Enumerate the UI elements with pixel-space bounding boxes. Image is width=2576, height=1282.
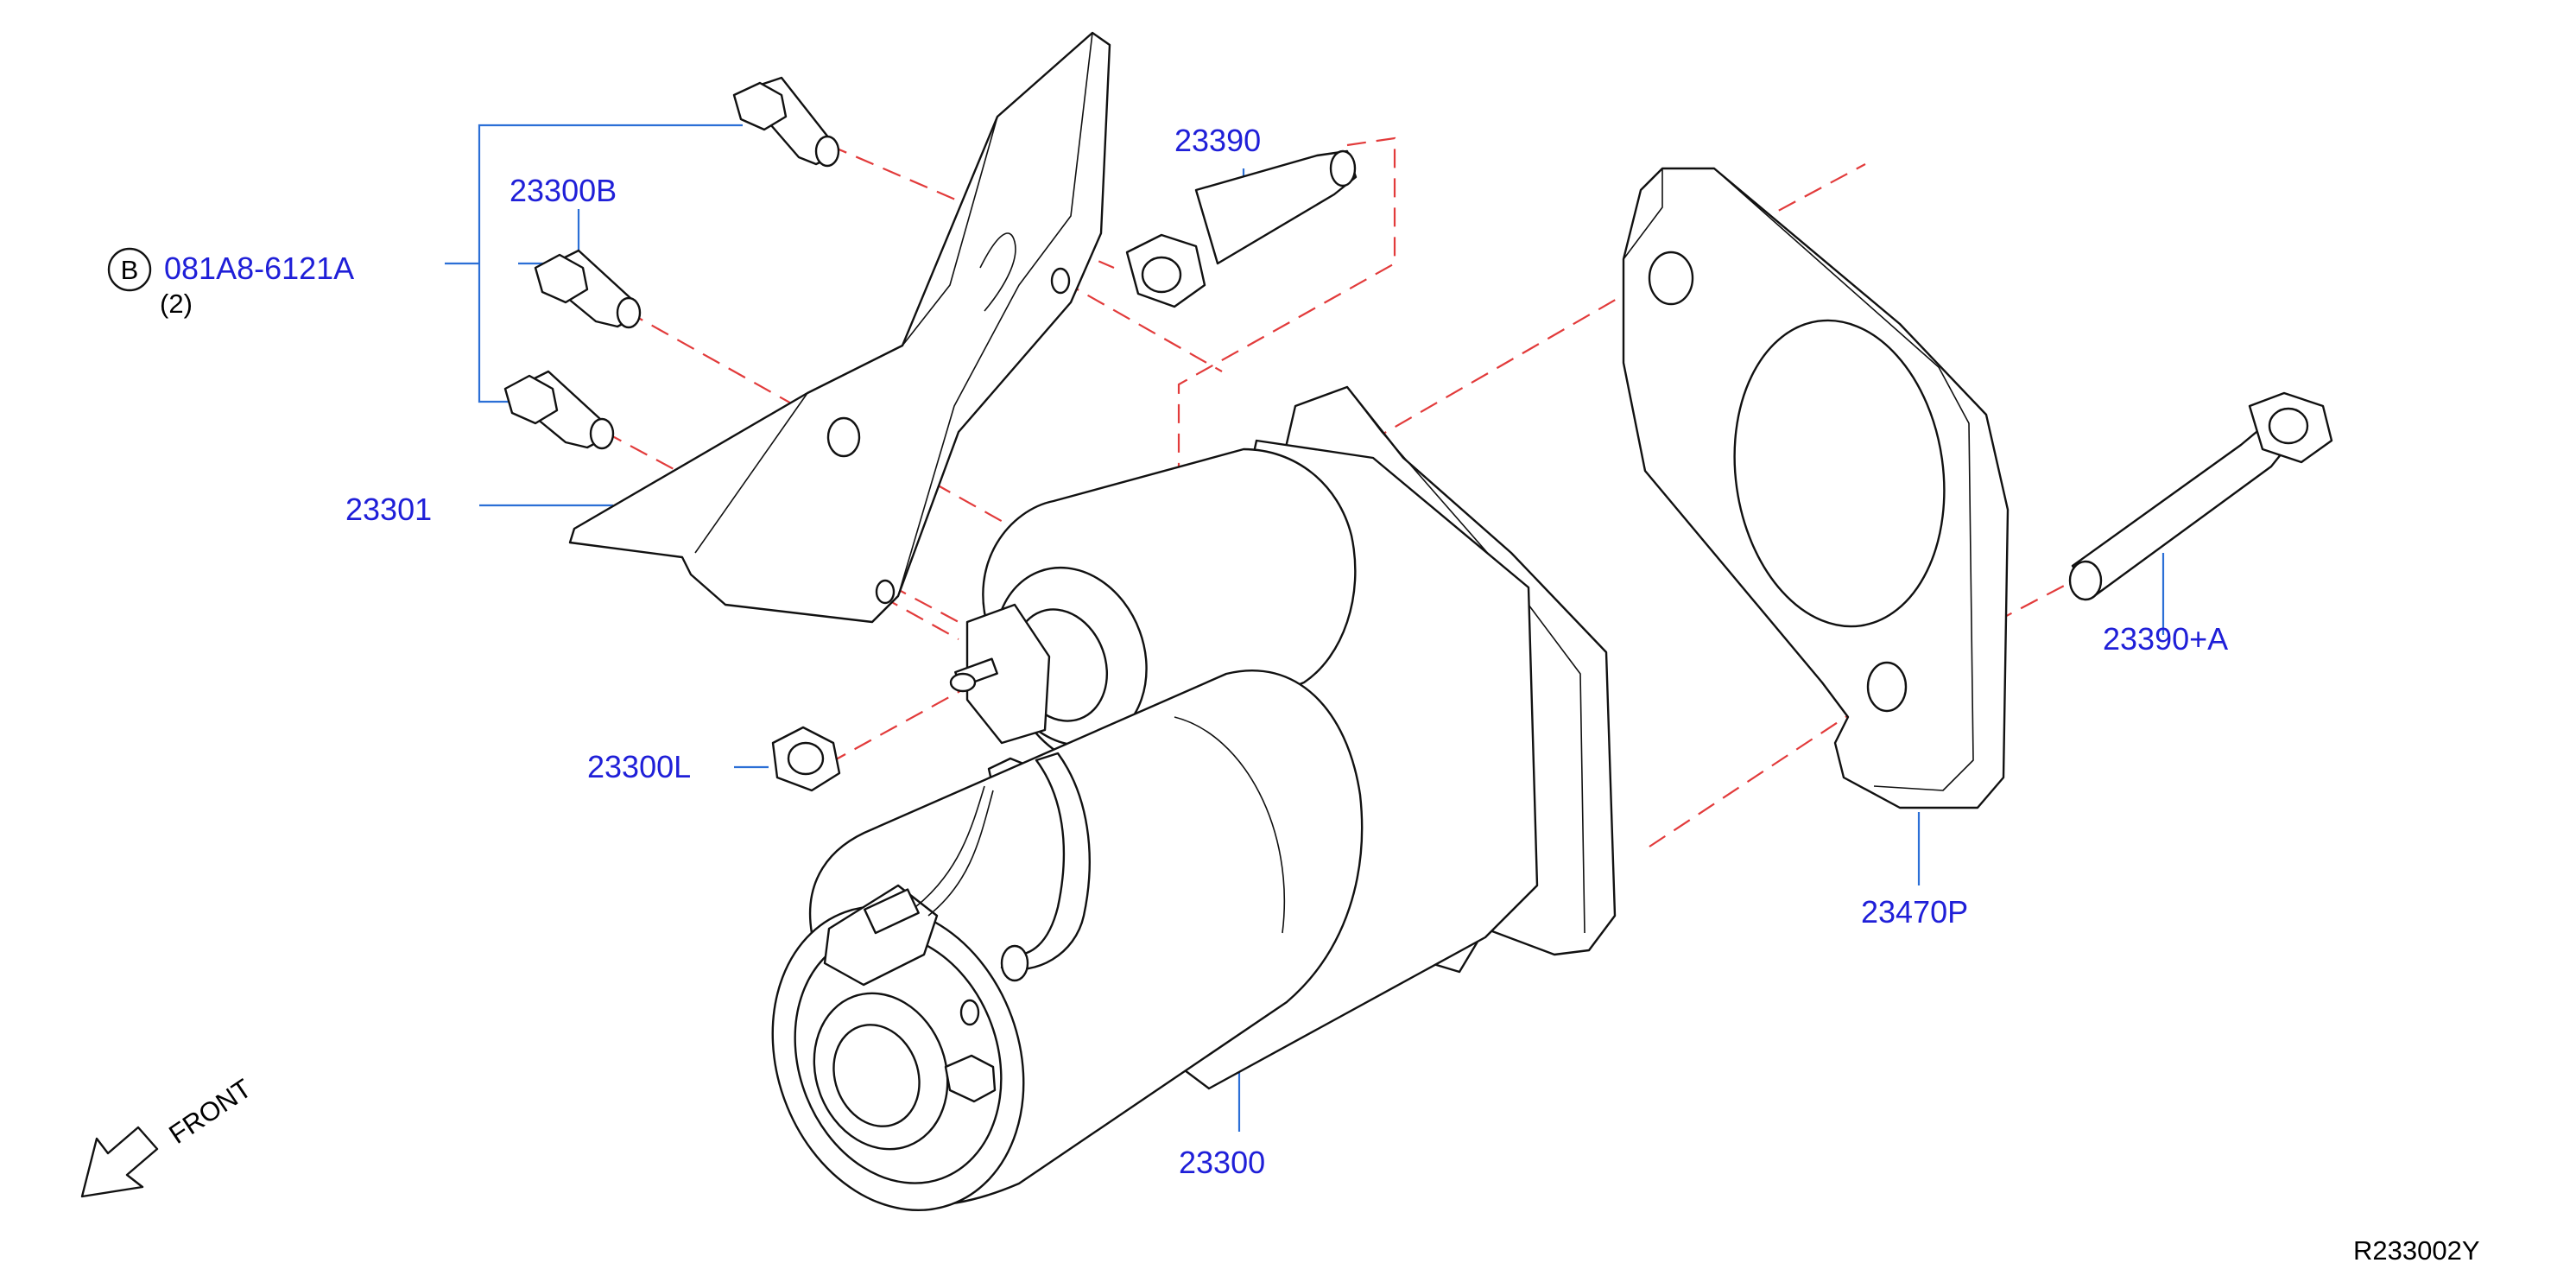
- label-23300: 23300: [1179, 1145, 1265, 1180]
- label-23301: 23301: [345, 492, 432, 527]
- bolt-upper: [732, 76, 840, 168]
- starter-motor-23300: [771, 385, 1617, 1211]
- label-23390: 23390: [1174, 123, 1261, 158]
- bolt-23390: [1125, 149, 1358, 308]
- bracket-23301: [568, 31, 1111, 624]
- label-front: FRONT: [163, 1073, 256, 1150]
- label-23470P: 23470P: [1861, 894, 1968, 930]
- bolt-middle: [534, 249, 642, 329]
- labels: 23300B B 081A8-6121A (2) 23301 23390 233…: [121, 123, 2480, 1266]
- label-reference-code: R233002Y: [2353, 1235, 2480, 1266]
- bolt-23390-A: [2068, 391, 2333, 601]
- label-23390-A: 23390+A: [2103, 621, 2228, 657]
- label-quantity: (2): [160, 289, 193, 319]
- label-23300L: 23300L: [587, 749, 691, 784]
- label-b-marker: B: [121, 255, 139, 285]
- front-arrow-icon: [80, 1126, 159, 1198]
- bolt-lower: [503, 370, 615, 450]
- label-23300B: 23300B: [510, 173, 617, 208]
- b-callout-circle: [107, 247, 152, 292]
- plate-23470P: [1622, 167, 2010, 809]
- nut-23300L: [771, 726, 841, 792]
- label-081A8-6121A: 081A8-6121A: [164, 251, 354, 286]
